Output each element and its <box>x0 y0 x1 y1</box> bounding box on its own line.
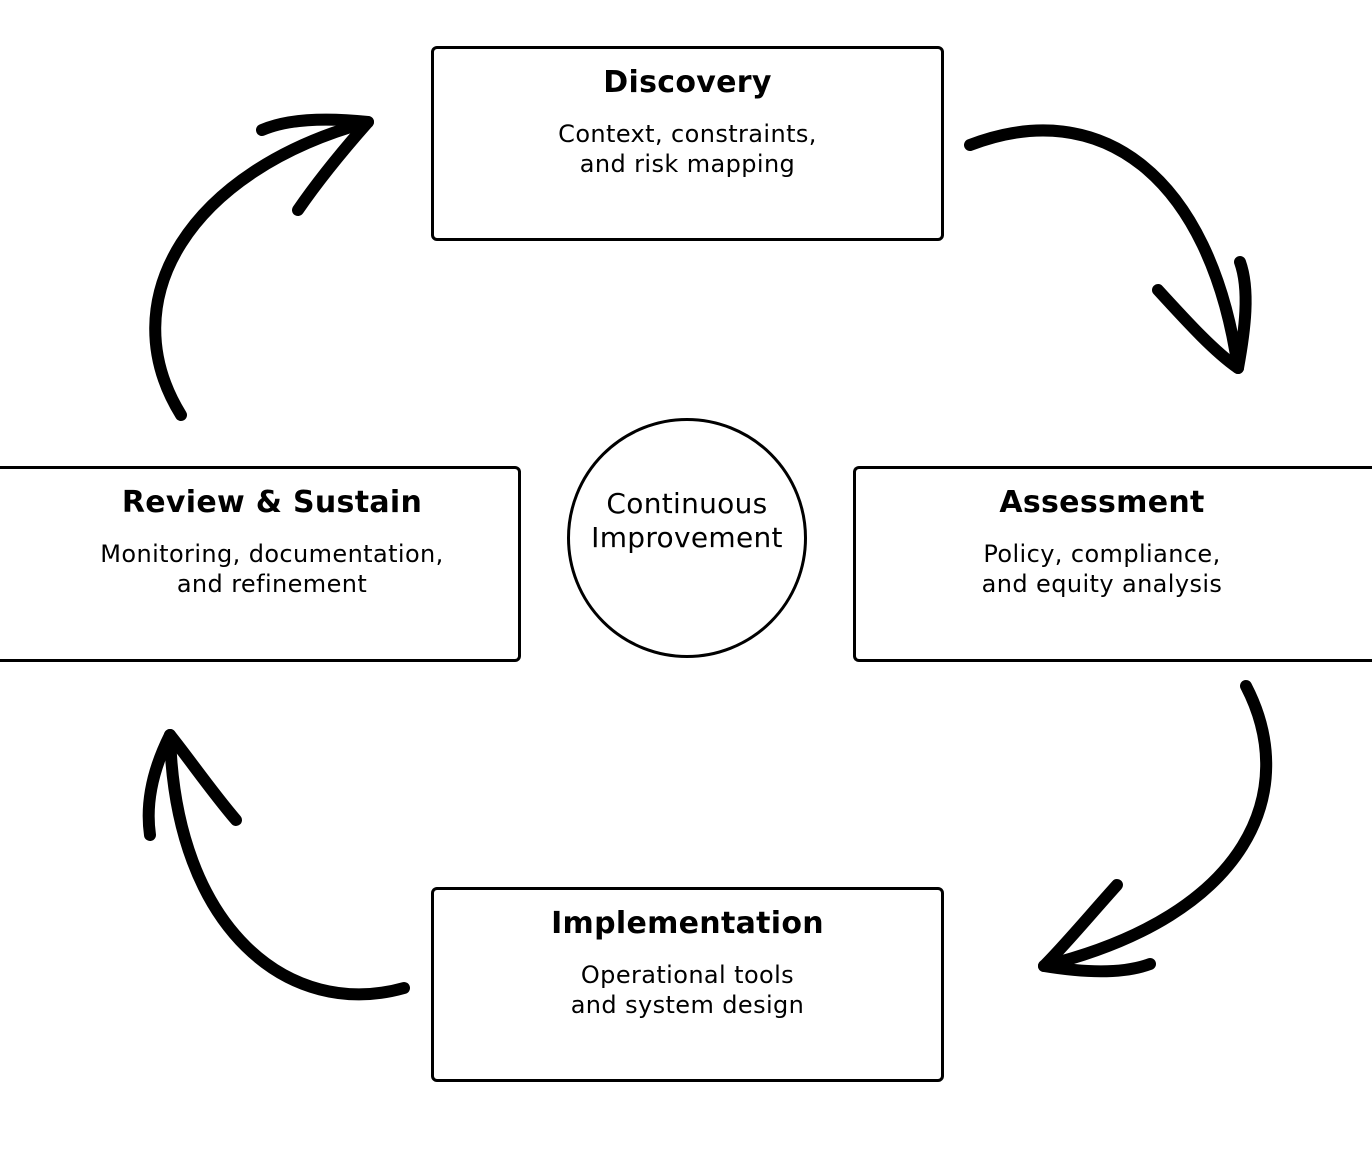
stage-description: Operational tools and system design <box>434 960 941 1020</box>
arrow-discovery-to-assessment <box>964 124 1252 374</box>
stage-description: Monitoring, documentation, and refinemen… <box>26 539 518 599</box>
arrow-review-to-discovery <box>149 113 374 421</box>
stage-implementation: Implementation Operational tools and sys… <box>431 887 944 1082</box>
stage-title: Discovery <box>603 65 772 100</box>
stage-title: Review & Sustain <box>121 485 423 520</box>
stage-description-line: Operational tools <box>580 961 795 989</box>
center-label: Continuous Improvement <box>591 487 783 555</box>
center-label-line: Continuous <box>606 487 768 520</box>
stage-description-line: and risk mapping <box>579 150 796 178</box>
stage-description-line: and refinement <box>176 570 368 598</box>
stage-discovery: Discovery Context, constraints, and risk… <box>431 46 944 241</box>
stage-description-line: Policy, compliance, <box>983 540 1221 568</box>
stage-description: Policy, compliance, and equity analysis <box>856 539 1348 599</box>
center-circle: Continuous Improvement <box>567 418 807 658</box>
stage-title: Assessment <box>999 485 1205 520</box>
stage-description-line: Context, constraints, <box>558 120 817 148</box>
stage-description-line: and system design <box>570 991 805 1019</box>
stage-description-line: and equity analysis <box>981 570 1223 598</box>
stage-review-sustain: Review & Sustain Monitoring, documentati… <box>0 466 521 662</box>
stage-description: Context, constraints, and risk mapping <box>434 119 941 179</box>
stage-description-line: Monitoring, documentation, <box>100 540 444 568</box>
stage-assessment: Assessment Policy, compliance, and equit… <box>853 466 1372 662</box>
arrow-assessment-to-implementation <box>1038 680 1273 978</box>
center-label-line: Improvement <box>591 521 783 554</box>
stage-title: Implementation <box>551 906 824 941</box>
arrow-implementation-to-review <box>142 729 410 1001</box>
